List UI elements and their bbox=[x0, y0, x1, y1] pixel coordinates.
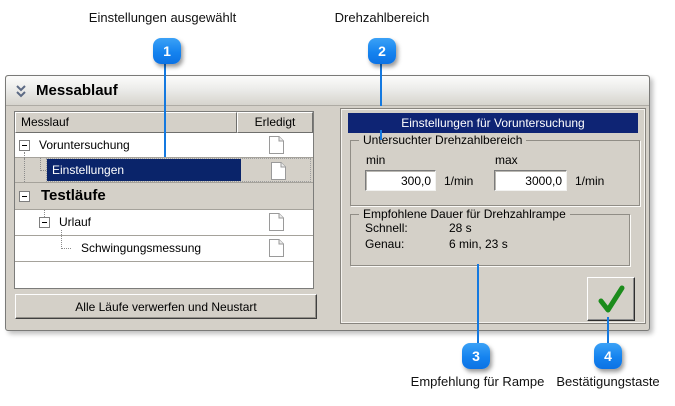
column-header-erledigt: Erledigt bbox=[237, 112, 313, 133]
selected-tree-row-label[interactable]: Einstellungen bbox=[47, 159, 241, 181]
check-icon bbox=[595, 283, 627, 315]
ramp-duration-groupbox: Empfohlene Dauer für Drehzahlrampe Schne… bbox=[350, 207, 630, 266]
speed-range-groupbox: Untersuchter Drehzahlbereich min 1/min m… bbox=[350, 133, 640, 206]
max-label: max bbox=[495, 153, 518, 167]
fast-label: Schnell: bbox=[365, 221, 408, 235]
tree-connector bbox=[61, 236, 71, 249]
callout-label-4: Bestätigungstaste bbox=[556, 374, 660, 389]
tree-table-header: Messlauf Erledigt bbox=[15, 112, 313, 133]
callout-label-2: Drehzahlbereich bbox=[334, 10, 430, 25]
callout-line-2 bbox=[380, 62, 382, 106]
tree-connector bbox=[61, 230, 62, 235]
tree-row-testlaeufe[interactable]: Testläufe bbox=[15, 183, 313, 210]
chevron-double-down-icon[interactable] bbox=[15, 83, 27, 98]
tree-row-schwingungsmessung[interactable]: Schwingungsmessung bbox=[15, 236, 313, 262]
callout-badge-3: 3 bbox=[462, 343, 490, 369]
min-label: min bbox=[366, 153, 386, 167]
tree-row-einstellungen[interactable]: Einstellungen bbox=[15, 158, 313, 183]
callout-line-4 bbox=[607, 317, 609, 343]
panel-header: Messablauf bbox=[6, 76, 649, 106]
max-speed-input[interactable] bbox=[494, 170, 567, 191]
tree-connector bbox=[24, 152, 25, 158]
callout-label-3: Empfehlung für Rampe bbox=[410, 374, 545, 389]
done-cell bbox=[241, 159, 310, 181]
precise-label: Genau: bbox=[365, 237, 405, 251]
fast-value: 28 s bbox=[449, 221, 472, 235]
confirm-button[interactable] bbox=[587, 277, 635, 321]
ramp-duration-legend: Empfohlene Dauer für Drehzahlrampe bbox=[359, 207, 570, 221]
tree-row-label: Schwingungsmessung bbox=[81, 241, 202, 255]
callout-line-3 bbox=[477, 264, 479, 343]
collapse-minus-icon[interactable] bbox=[19, 140, 30, 151]
callout-line-2b bbox=[380, 130, 382, 140]
min-speed-input[interactable] bbox=[365, 170, 436, 191]
panel-title: Messablauf bbox=[36, 82, 118, 99]
column-header-messlauf: Messlauf bbox=[15, 112, 237, 133]
collapse-minus-icon[interactable] bbox=[39, 217, 50, 228]
precise-value: 6 min, 23 s bbox=[449, 237, 508, 251]
messablauf-panel: Messablauf Messlauf Erledigt Voruntersuc… bbox=[5, 75, 650, 331]
tree-connector bbox=[24, 158, 25, 182]
tree-row-label: Urlauf bbox=[59, 215, 92, 229]
document-icon bbox=[268, 212, 285, 235]
callout-badge-2: 2 bbox=[368, 38, 396, 64]
tree-row-label: Voruntersuchung bbox=[39, 138, 130, 152]
tree-row-label: Testläufe bbox=[41, 187, 106, 204]
collapse-minus-icon[interactable] bbox=[19, 191, 30, 202]
callout-badge-4: 4 bbox=[594, 343, 622, 369]
document-icon bbox=[270, 161, 287, 184]
min-unit-label: 1/min bbox=[444, 174, 474, 188]
run-tree-table: Messlauf Erledigt Voruntersuchung bbox=[14, 111, 314, 289]
tree-connector bbox=[44, 210, 45, 217]
document-icon bbox=[268, 135, 285, 158]
settings-title-bar: Einstellungen für Voruntersuchung bbox=[348, 113, 638, 133]
callout-badge-1: 1 bbox=[153, 38, 181, 64]
callout-label-1: Einstellungen ausgewählt bbox=[88, 10, 237, 25]
reset-all-runs-button[interactable]: Alle Läufe verwerfen und Neustart bbox=[15, 294, 317, 319]
document-icon bbox=[268, 238, 285, 261]
callout-line-1 bbox=[164, 62, 166, 157]
panel-body: Messlauf Erledigt Voruntersuchung bbox=[6, 106, 649, 331]
tree-connector bbox=[40, 158, 48, 171]
selected-row-focus: Einstellungen bbox=[46, 158, 311, 182]
settings-panel: Einstellungen für Voruntersuchung Unters… bbox=[340, 108, 646, 324]
max-unit-label: 1/min bbox=[575, 174, 605, 188]
tree-row-urlauf[interactable]: Urlauf bbox=[15, 210, 313, 236]
speed-range-legend: Untersuchter Drehzahlbereich bbox=[359, 133, 527, 147]
